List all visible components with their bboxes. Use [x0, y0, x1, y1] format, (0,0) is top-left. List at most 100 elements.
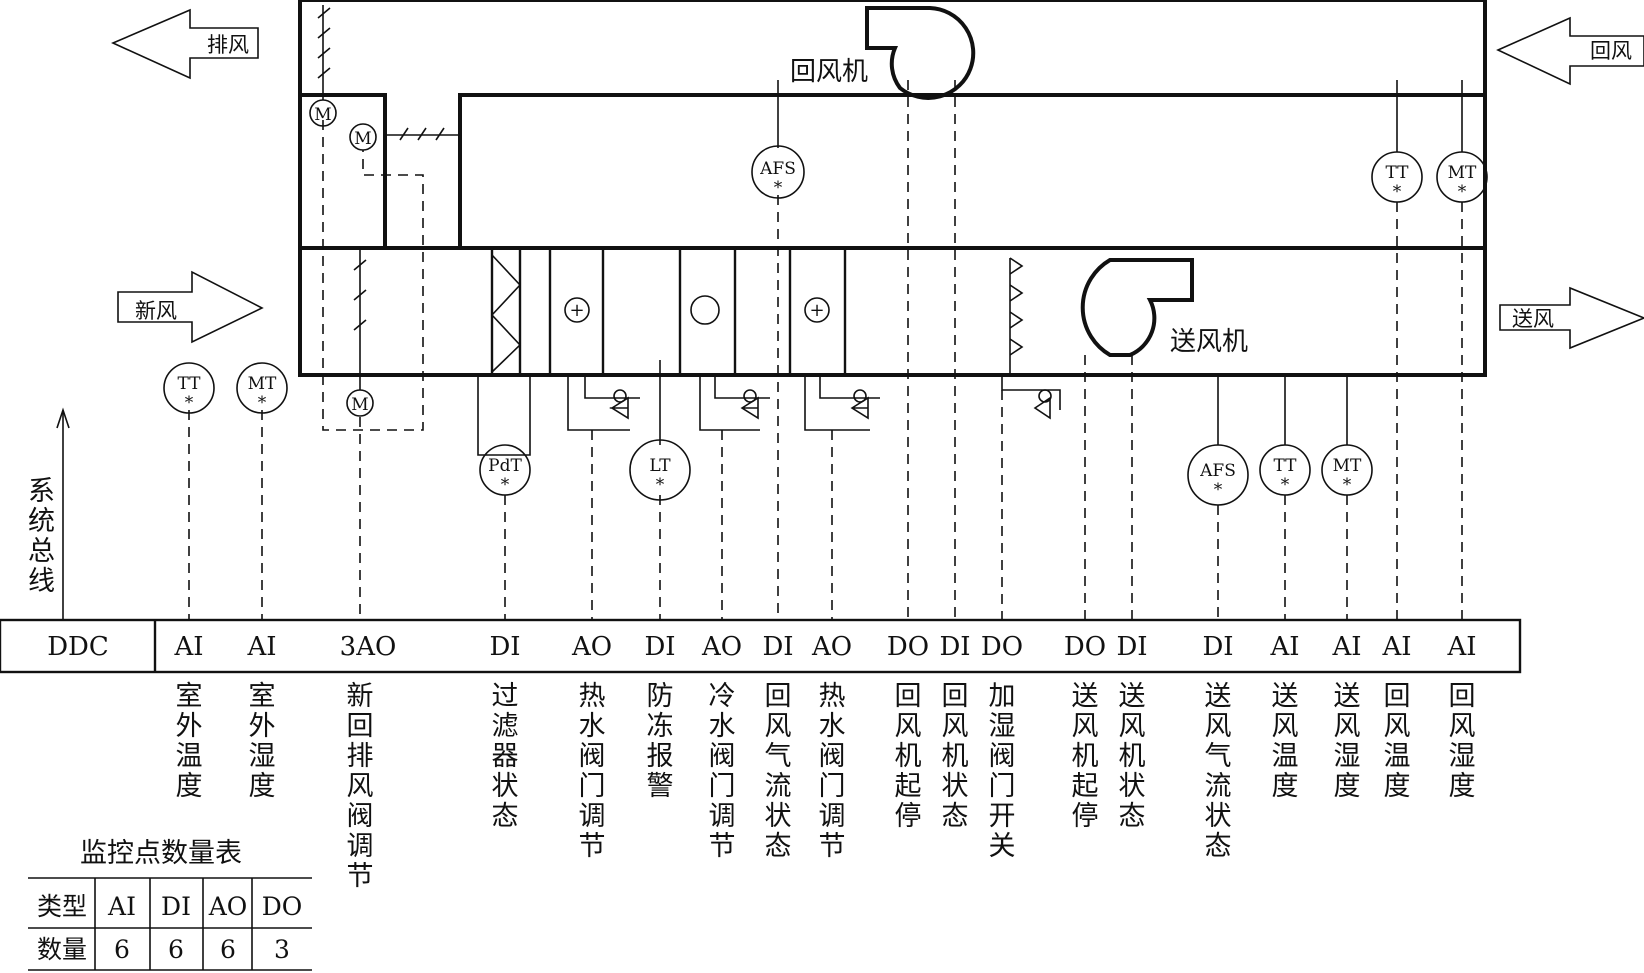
sensor-return-airflow: AFS *: [751, 145, 805, 199]
sensor-supply-airflow: AFS *: [1187, 444, 1249, 506]
table-row-cell-0: 数量: [37, 935, 87, 964]
supply-air-label: 送风: [1512, 307, 1554, 331]
point-type-8: AO: [811, 632, 852, 662]
point-type-13: DI: [1116, 632, 1147, 662]
point-type-10: DI: [939, 632, 970, 662]
point-desc-8: 热水阀门调节: [819, 681, 846, 862]
svg-text:TT: TT: [1274, 456, 1298, 476]
point-desc-16: 送风湿度: [1334, 681, 1361, 802]
humidifier-symbol: [1009, 257, 1024, 356]
point-desc-12: 送风机起停: [1072, 681, 1099, 832]
svg-text:AFS: AFS: [1199, 461, 1236, 481]
dampers: [317, 5, 460, 431]
point-type-12: DO: [1064, 632, 1106, 662]
return-fan-label: 回风机: [790, 57, 868, 87]
svg-text:M: M: [354, 129, 371, 149]
sensor-outdoor-humidity: MT *: [236, 362, 288, 414]
point-desc-7: 回风气流状态: [765, 681, 792, 862]
point-desc-9: 回风机起停: [895, 681, 922, 832]
sensor-supply-temp: TT *: [1259, 444, 1311, 496]
supply-arrow: [1499, 286, 1644, 350]
table-header-cell-0: 类型: [37, 892, 87, 921]
sensor-supply-humidity: MT *: [1321, 444, 1373, 496]
motors: M M M: [309, 99, 377, 417]
point-desc-13: 送风机状态: [1119, 681, 1146, 832]
cooling-coil: [690, 295, 720, 325]
point-desc-4: 热水阀门调节: [579, 681, 606, 862]
svg-text:*: *: [656, 475, 665, 495]
return-fan: [865, 6, 976, 100]
point-type-0: AI: [173, 632, 203, 662]
svg-text:+: +: [569, 300, 584, 321]
sensor-freeze: LT *: [629, 439, 691, 501]
point-desc-15: 送风温度: [1272, 681, 1299, 802]
point-desc-2: 新回排风阀调节: [347, 681, 374, 892]
air-flow-arrows: 排风 回风 新风 送风: [111, 8, 1644, 350]
point-desc-5: 防冻报警: [647, 681, 674, 802]
svg-text:TT: TT: [178, 374, 202, 394]
sensors-lower: TT * MT * PdT * LT * AFS * TT *: [163, 362, 1373, 506]
point-type-9: DO: [887, 632, 929, 662]
point-desc-14: 送风气流状态: [1205, 681, 1232, 862]
table-header-cell-3: AO: [208, 892, 248, 921]
svg-text:线: 线: [28, 566, 55, 597]
point-desc-17: 回风温度: [1384, 681, 1411, 802]
point-type-6: AO: [701, 632, 742, 662]
exhaust-air-label: 排风: [207, 33, 249, 57]
point-type-18: AI: [1446, 632, 1476, 662]
svg-text:M: M: [351, 395, 368, 415]
svg-text:MT: MT: [248, 374, 277, 394]
point-type-2: 3AO: [340, 632, 397, 662]
motor-return: M: [349, 123, 377, 151]
table-header-cell-1: AI: [107, 892, 136, 921]
point-type-4: AO: [571, 632, 612, 662]
point-desc-6: 冷水阀门调节: [709, 681, 736, 862]
point-desc-11: 加湿阀门开关: [989, 681, 1016, 862]
point-desc-18: 回风湿度: [1449, 681, 1476, 802]
svg-text:总: 总: [28, 536, 55, 567]
signal-lines: [188, 80, 1463, 620]
return-air-label: 回风: [1590, 39, 1632, 63]
svg-text:*: *: [258, 393, 267, 413]
svg-text:系: 系: [28, 476, 55, 507]
point-type-5: DI: [644, 632, 675, 662]
motor-exhaust: M: [309, 99, 337, 127]
svg-text:*: *: [1214, 480, 1223, 500]
table-row-cell-1: 6: [114, 935, 130, 964]
table-row-cell-2: 6: [168, 935, 184, 964]
return-duct: [298, 0, 1487, 250]
valves: [567, 375, 1061, 431]
svg-text:+: +: [809, 300, 824, 321]
svg-text:*: *: [185, 393, 194, 413]
svg-text:*: *: [774, 178, 783, 198]
svg-text:*: *: [1281, 475, 1290, 495]
svg-text:TT: TT: [1386, 163, 1410, 183]
return-plenum: [458, 93, 1487, 250]
fans: 回风机 送风机: [790, 6, 1248, 357]
ahu-casing: [298, 246, 1487, 377]
table-row-cell-3: 6: [220, 935, 236, 964]
svg-text:PdT: PdT: [488, 456, 522, 476]
point-type-11: DO: [981, 632, 1023, 662]
sensors-upper: AFS * TT * MT *: [751, 145, 1488, 203]
point-type-7: DI: [762, 632, 793, 662]
sensor-return-humidity: MT *: [1436, 151, 1488, 203]
point-desc-3: 过滤器状态: [492, 681, 519, 832]
motor-fresh: M: [346, 389, 374, 417]
return-arrow: [1496, 16, 1644, 86]
svg-text:MT: MT: [1448, 163, 1477, 183]
sensor-filter-dp: PdT *: [479, 444, 531, 496]
svg-text:*: *: [1343, 475, 1352, 495]
fresh-air-arrow: [117, 270, 264, 344]
system-bus: 系 统 总 线: [28, 407, 70, 620]
point-desc-1: 室外湿度: [249, 681, 276, 802]
point-type-17: AI: [1381, 632, 1411, 662]
point-descriptions: 室外温度室外湿度新回排风阀调节过滤器状态热水阀门调节防冻报警冷水阀门调节回风气流…: [176, 681, 1476, 892]
table-title: 监控点数量表: [80, 838, 242, 869]
ddc-label: DDC: [47, 632, 109, 662]
